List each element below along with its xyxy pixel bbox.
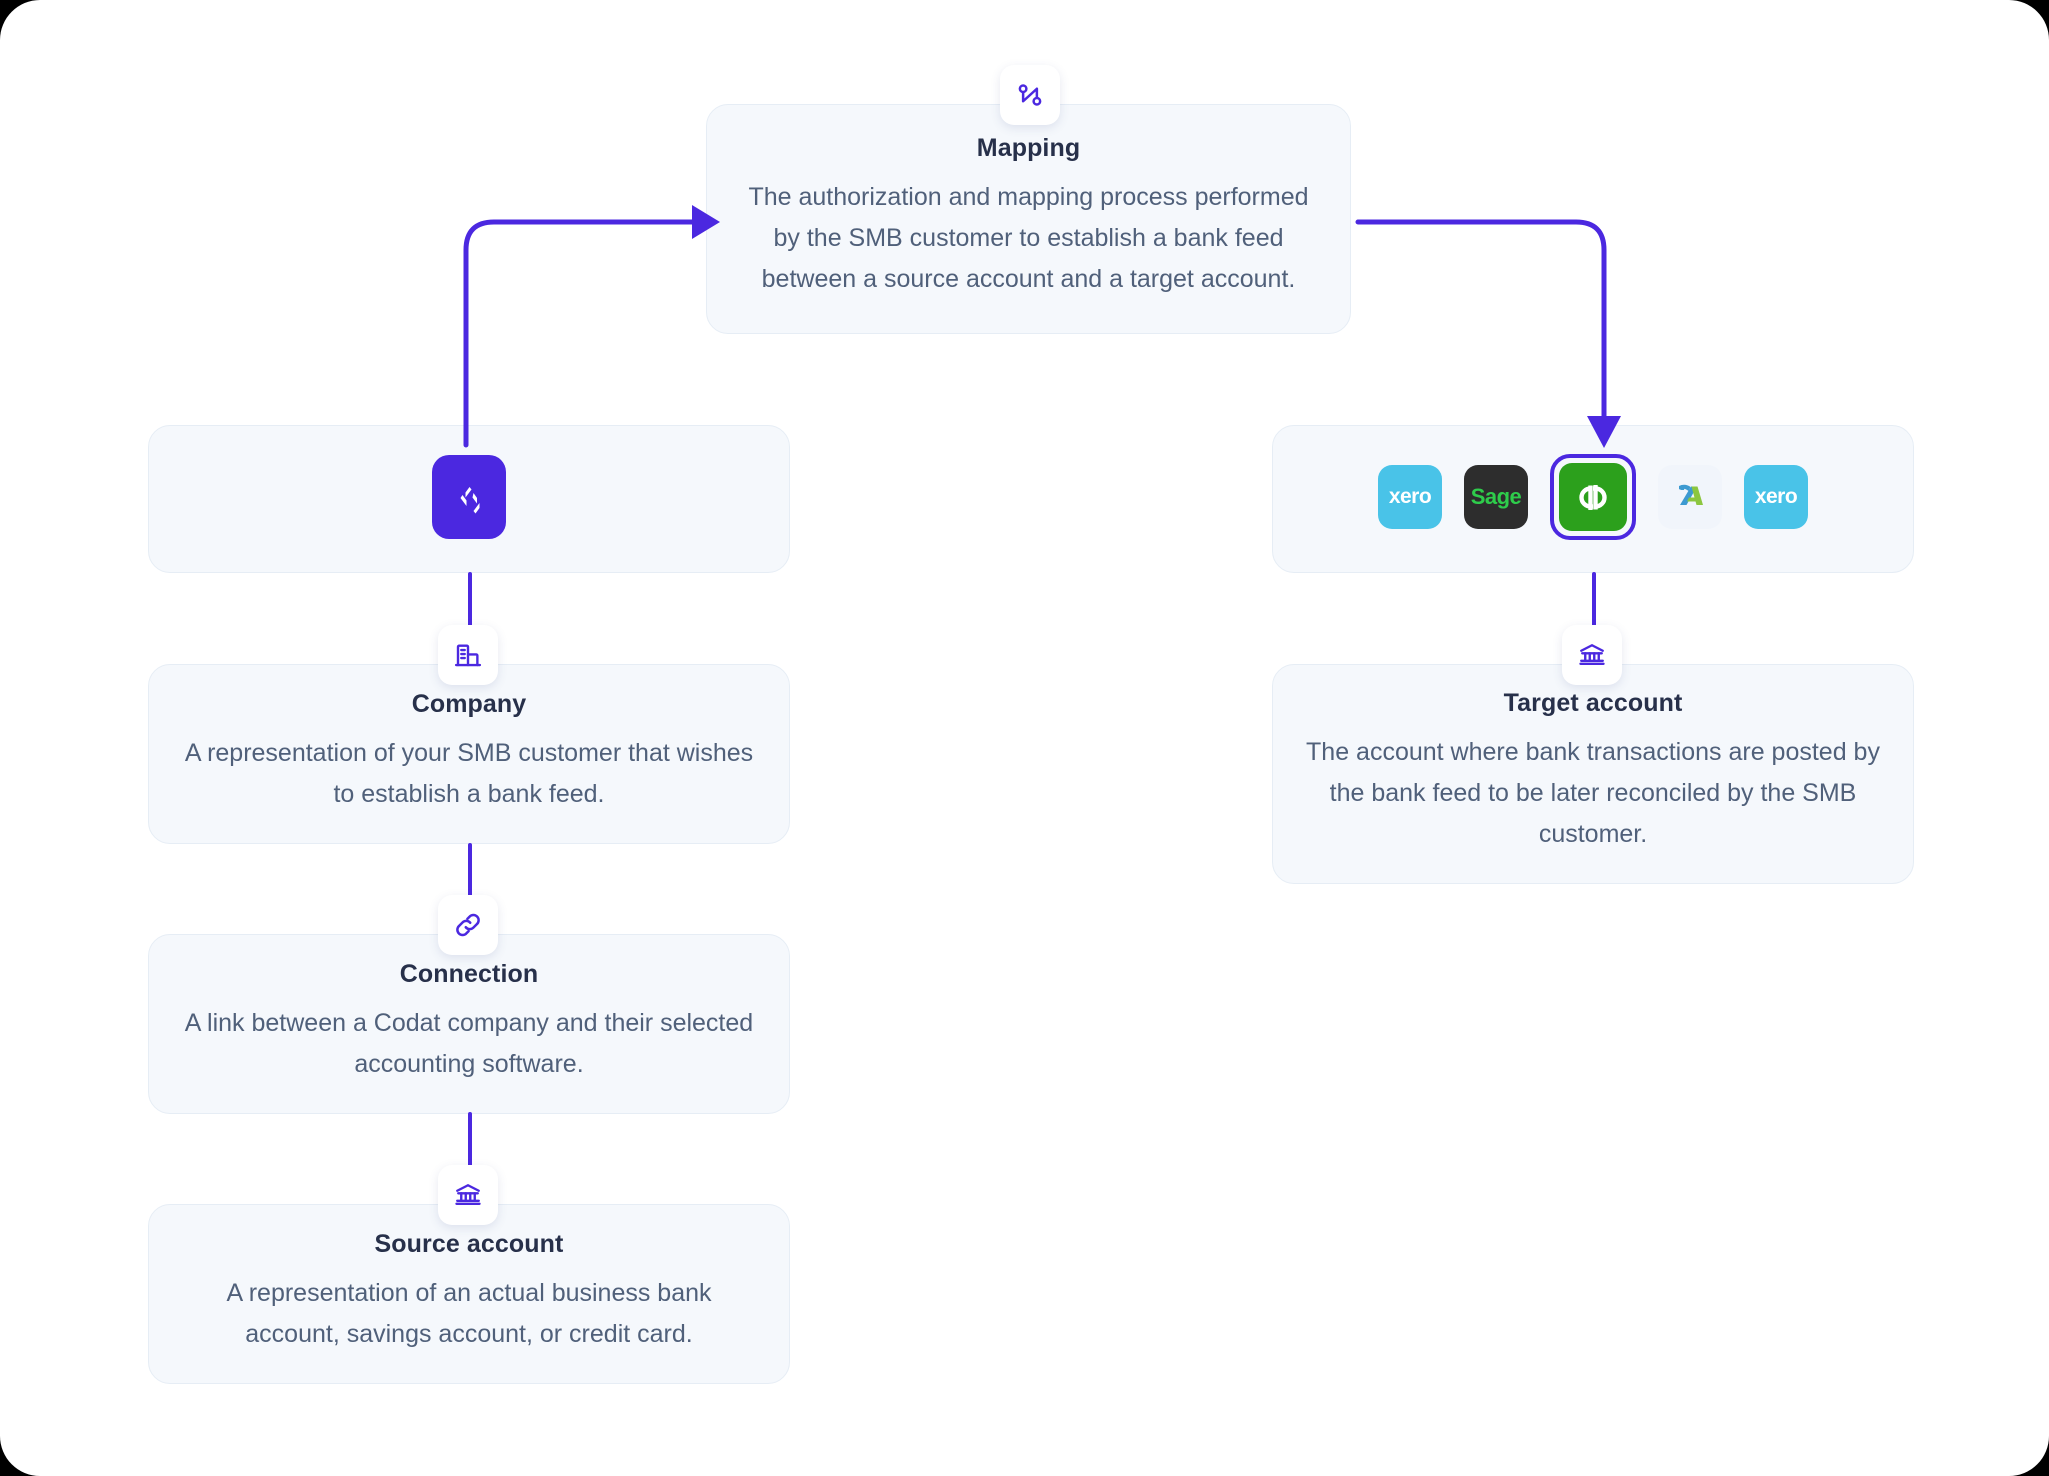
card-desc-target-account: The account where bank transactions are … [1306, 738, 1880, 848]
company-icon-badge [438, 625, 498, 685]
target-account-icon-badge [1562, 625, 1622, 685]
xero-logo-icon-2: xero [1754, 485, 1798, 508]
source-account-icon-badge [438, 1165, 498, 1225]
card-title-source-account: Source account [374, 1229, 564, 1258]
connector-company-to-connection [468, 843, 472, 913]
card-title-connection: Connection [399, 959, 539, 988]
card-desc-company: A representation of your SMB customer th… [184, 738, 754, 808]
card-title-target-account: Target account [1503, 689, 1683, 717]
card-codat [148, 425, 790, 573]
codat-logo-icon [432, 455, 506, 539]
card-title-mapping: Mapping [976, 134, 1081, 162]
mapping-icon-badge [1000, 65, 1060, 125]
mapping-route-icon [1015, 80, 1045, 110]
platform-tile-quickbooks-selected[interactable] [1550, 454, 1636, 540]
card-desc-mapping: The authorization and mapping process pe… [748, 183, 1309, 293]
card-company: Company A representation of your SMB cus… [148, 664, 790, 844]
xero-logo-icon: xero [1388, 485, 1432, 508]
platform-tile-sage[interactable]: Sage [1464, 465, 1528, 529]
bank-icon [1577, 640, 1607, 670]
platform-tile-xero-2[interactable]: xero [1744, 465, 1808, 529]
connector-mapping-to-platforms [1355, 219, 1621, 448]
card-mapping: Mapping The authorization and mapping pr… [706, 104, 1351, 334]
xledger-logo-icon [1670, 475, 1710, 520]
building-icon [453, 640, 483, 670]
link-icon [453, 910, 483, 940]
connector-platforms-to-target [1592, 572, 1596, 642]
card-target-account: Target account The account where bank tr… [1272, 664, 1914, 884]
connector-codat-to-mapping [463, 205, 720, 448]
card-title-company: Company [411, 689, 527, 718]
connector-codat-to-company [468, 572, 472, 642]
platform-logo-row: xero Sage [1378, 454, 1808, 540]
card-desc-source-account: A representation of an actual business b… [226, 1278, 712, 1348]
platform-tile-xero[interactable]: xero [1378, 465, 1442, 529]
card-desc-connection: A link between a Codat company and their… [184, 1008, 754, 1078]
card-source-account: Source account A representation of an ac… [148, 1204, 790, 1384]
card-platform-picker: xero Sage [1272, 425, 1914, 573]
platform-tile-xledger[interactable] [1658, 465, 1722, 529]
card-connection: Connection A link between a Codat compan… [148, 934, 790, 1114]
connector-connection-to-source [468, 1112, 472, 1182]
sage-logo-icon: Sage [1470, 484, 1522, 509]
connection-icon-badge [438, 895, 498, 955]
quickbooks-logo-icon [1559, 463, 1627, 531]
bank-icon [453, 1180, 483, 1210]
